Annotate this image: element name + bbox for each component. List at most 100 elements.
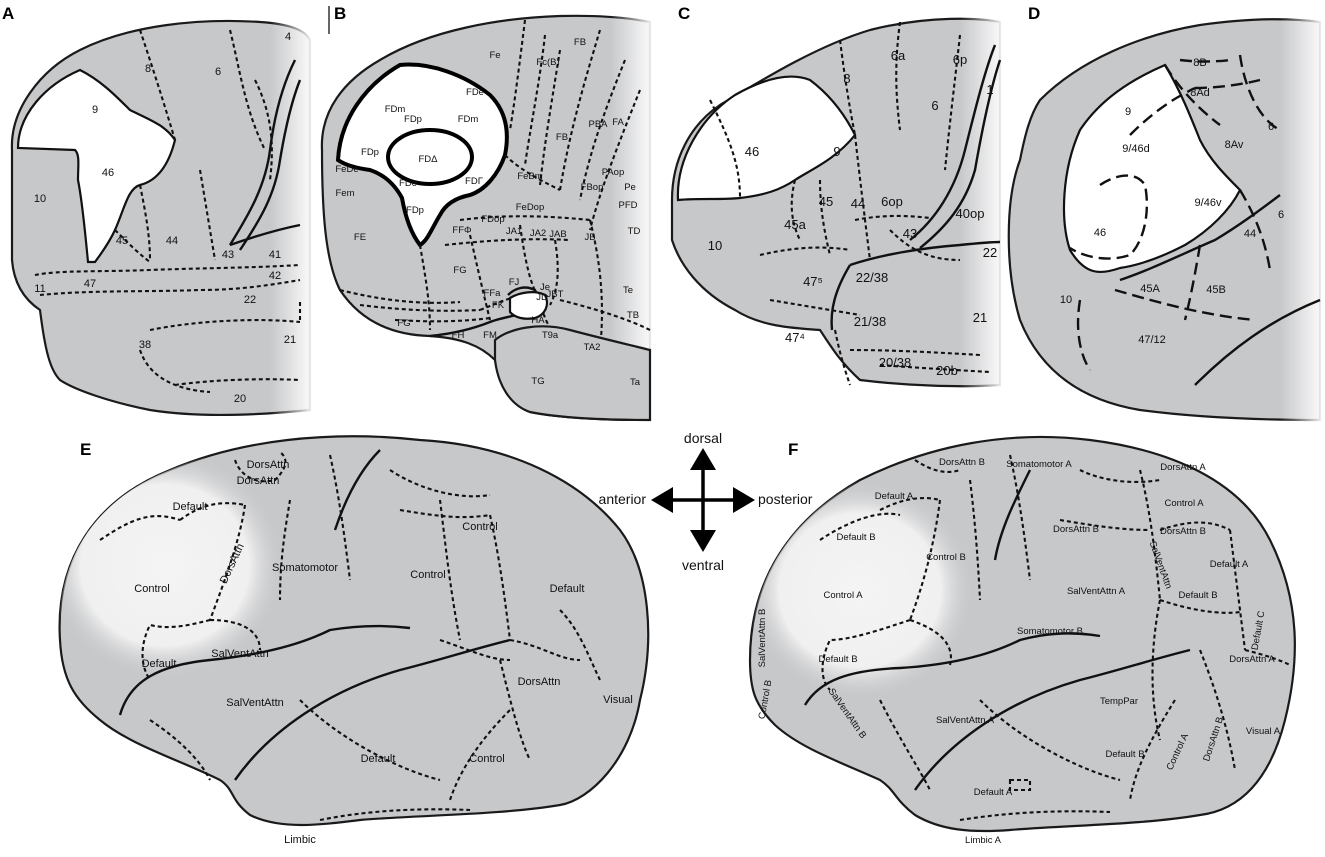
compass-ventral-label: ventral (682, 557, 724, 573)
panel-e-region-label: Default (142, 658, 177, 670)
panel-d-region-label: 45B (1206, 284, 1226, 296)
panel-b-region-label: Pe (624, 182, 636, 193)
panel-b-letter: B (334, 4, 346, 23)
panel-d-borders (1069, 54, 1281, 371)
panel-e-region-label: Somatomotor (272, 562, 338, 574)
panel-a-region-label: 42 (269, 270, 281, 282)
compass-up-arrow-icon (690, 448, 716, 470)
panel-b-region-label: FB (574, 37, 586, 48)
panel-f-central-sulcus (993, 469, 1032, 561)
panel-b-region-label: PFD (619, 200, 638, 211)
panel-c-region-label: 8 (843, 71, 850, 86)
panel-d-region-label: 8Ad (1190, 87, 1210, 99)
panel-c-region-label: 45a (784, 217, 806, 232)
panel-b-region-label: JBT (547, 289, 564, 300)
panel-b-region-label: JA2 (530, 228, 546, 239)
panel-b-region-label: FDp (404, 114, 422, 125)
panel-d-region-label: 9 (1125, 106, 1131, 118)
panel-d-region-label: 8B (1193, 57, 1206, 69)
panel-c-region-label: 47⁵ (803, 274, 823, 289)
compass-anterior-label: anterior (599, 491, 647, 507)
panel-f-region-label: Control A (823, 590, 863, 601)
panel-b-region-label: JAB (549, 229, 566, 240)
panel-f-region-label: Default A (974, 787, 1013, 798)
panel-e-central-sulcus (333, 449, 381, 531)
panel-c-region-label: 40op (956, 206, 985, 221)
compass-right-arrow-icon (733, 487, 755, 513)
panel-a-region-label: 41 (269, 249, 281, 261)
panel-a-sulcus-2 (239, 79, 302, 251)
panel-b-region-label: FDp (361, 147, 379, 158)
panel-c-region-label: 45 (819, 194, 833, 209)
panel-b-region-label: FH (452, 330, 465, 341)
panel-b-region-label: FBop (581, 182, 604, 193)
panel-d-region-label: 6 (1278, 209, 1284, 221)
panel-b-region-label: FDop (481, 214, 504, 225)
panel-f-region-label: DorsAttn B (1160, 526, 1206, 537)
panel-c-sulcus-2 (919, 59, 1002, 249)
panel-b-region-label: FA (612, 117, 624, 128)
panel-f-region-label: SalVentAttn A (1067, 586, 1126, 597)
panel-e-region-label: SalVentAttn (226, 697, 284, 709)
panel-b-area-fk (508, 291, 549, 320)
panel-f-region-label: DorsAttn B (1053, 524, 1099, 535)
panel-d-region-label: 44 (1244, 228, 1256, 240)
panel-b-region-label: FDm (458, 114, 479, 125)
panel-e-region-label: Control (462, 521, 497, 533)
panel-c-region-label: 10 (708, 238, 722, 253)
panel-e-region-label: Control (469, 753, 504, 765)
panel-f-region-label: SalVentAttn B (757, 609, 768, 668)
panel-c-region-label: 21 (973, 310, 987, 325)
panel-f-region-label: Visual A (1246, 726, 1281, 737)
panel-b-region-label: FDΓ (465, 176, 483, 187)
panel-c-borders (709, 21, 991, 386)
panel-e-borders (99, 451, 601, 822)
panel-a-region-label: 43 (222, 249, 234, 261)
panel-f-region-label: Default B (1105, 749, 1144, 760)
panel-f-region-label: DorsAttn A (1160, 462, 1206, 473)
panel-b-region-label: PBA (588, 119, 608, 130)
panel-f-region-label: Control A (1164, 498, 1204, 509)
panel-c-region-label: 44 (851, 196, 865, 211)
panel-a-region-label: 22 (244, 294, 256, 306)
panel-a-region-label: 44 (166, 235, 178, 247)
panel-e-region-label: SalVentAttn (211, 648, 269, 660)
panel-a-fade (270, 10, 315, 420)
panel-c-region-label: 20/38 (879, 355, 912, 370)
panel-d-region-label: 9/46v (1195, 197, 1222, 209)
panel-b-region-label: FeBm (517, 171, 542, 182)
panel-d-fade (1280, 10, 1325, 430)
panel-b-region-label: HA (531, 315, 545, 326)
panel-a-region-label: 45 (116, 235, 128, 247)
panel-c-region-label: 6p (953, 52, 967, 67)
panel-a-region-label: 21 (284, 334, 296, 346)
panel-f-superior-temporal (914, 648, 1191, 791)
compass-posterior-label: posterior (758, 491, 813, 507)
panel-a-region-label: 46 (102, 167, 114, 179)
panel-a-region-label: 4 (285, 31, 291, 43)
panel-a-region-label: 9 (92, 104, 98, 116)
panel-f-region-label: DorsAttn B (939, 457, 985, 468)
panel-d-area-9-46 (1062, 63, 1242, 274)
panel-a-region-label: 11 (34, 283, 45, 295)
panel-c-region-label: 21/38 (854, 314, 887, 329)
panel-c-region-label: 47⁴ (785, 330, 805, 345)
compass-left-arrow-icon (651, 487, 673, 513)
panel-b-region-label: FFa (484, 288, 502, 299)
panel-a-central-sulcus (228, 59, 297, 246)
panel-f-region-label: Limbic A (965, 835, 1002, 846)
panel-c-region-label: 46 (745, 144, 759, 159)
panel-f-region-label: Control B (926, 552, 966, 563)
panel-b-region-label: FDe (466, 87, 484, 98)
panel-c-fade (960, 10, 1005, 400)
panel-a-region-label: 20 (234, 393, 246, 405)
panel-b-region-label: Te (623, 285, 633, 296)
panel-d-region-label: 47/12 (1138, 334, 1166, 346)
panel-b-region-label: JA1 (506, 226, 522, 237)
panel-b-region-label: JD (536, 292, 548, 303)
panel-b-region-label: FDΔ (418, 154, 438, 165)
panel-c-region-label: 1 (986, 82, 993, 97)
panel-b-region-label: Fc(B) (536, 57, 559, 68)
